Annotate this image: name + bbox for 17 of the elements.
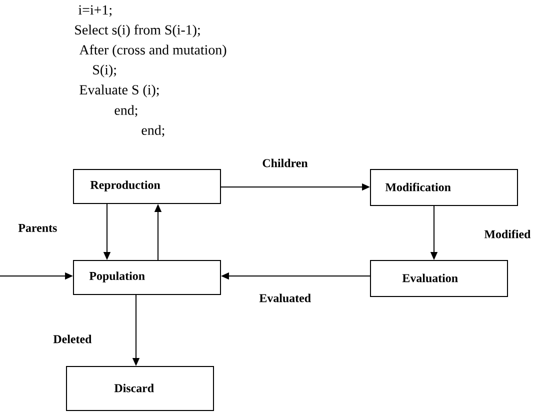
code-line: i=i+1; [78, 5, 112, 17]
code-line: Select s(i) from S(i-1); [75, 24, 200, 38]
code-line: end; [114, 105, 138, 117]
edge-label: Parents [17, 223, 58, 233]
process-box: Discard [66, 366, 214, 411]
edge-label: Modified [483, 228, 532, 240]
process-box: Reproduction [73, 169, 221, 204]
code-line: S(i); [93, 64, 116, 78]
edge-label: Children [261, 158, 309, 168]
process-box: Population [73, 260, 221, 295]
edge-label: Deleted [52, 334, 93, 344]
code-line: Evaluate S (i); [80, 84, 159, 98]
process-box: Evaluation [370, 260, 508, 297]
edge-label: Evaluated [258, 292, 312, 304]
code-line: After (cross and mutation) [79, 44, 226, 58]
process-box: Modification [370, 169, 518, 206]
code-line: end; [142, 125, 164, 137]
